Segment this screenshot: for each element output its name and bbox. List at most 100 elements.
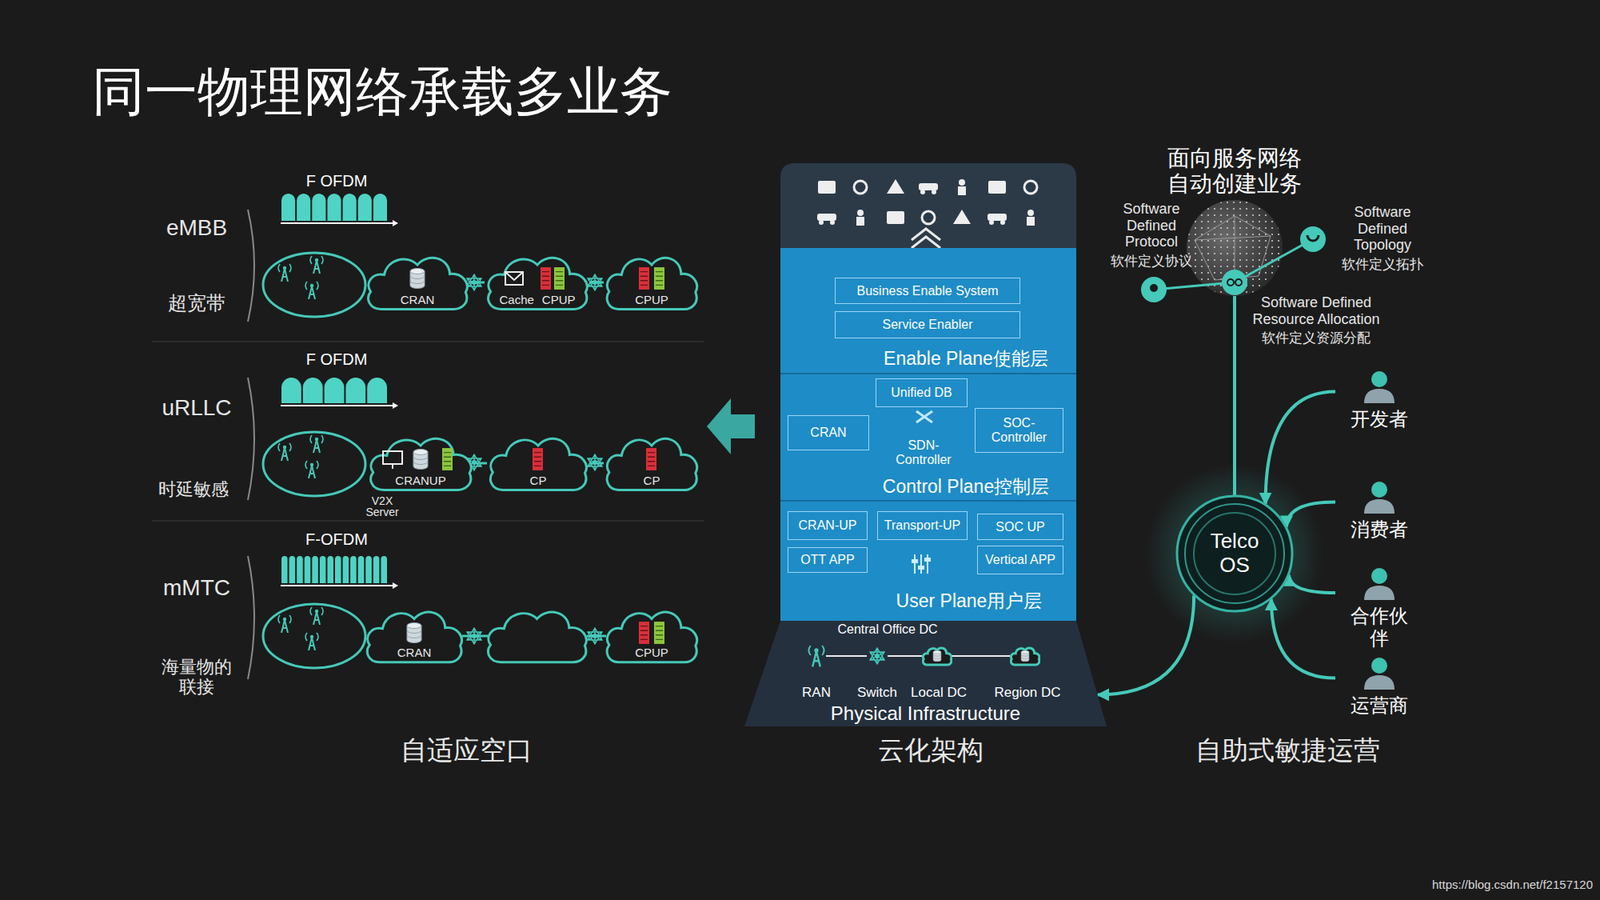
drawn-line: [926, 554, 929, 574]
cloud-node: CPUP: [603, 602, 700, 670]
drawn-use: [933, 650, 942, 662]
drawn-circle: [1371, 567, 1388, 584]
text-label: 软件定义资源分配: [1261, 330, 1371, 347]
drawn-use: [808, 645, 824, 667]
ran-ellipses: [263, 252, 366, 668]
left-arrow: [706, 398, 755, 455]
drawn-path: [392, 219, 399, 227]
node-shape: [363, 602, 465, 670]
drawn-circle: [1024, 180, 1038, 194]
node-shape: [1335, 655, 1424, 730]
function-box: SOC UP: [977, 513, 1064, 540]
drawn-path: [1364, 585, 1395, 600]
drawn-circle: [1221, 269, 1248, 296]
drawn-path: [281, 377, 388, 403]
function-box: Unified DB: [875, 378, 968, 407]
drawn-use: [278, 442, 292, 461]
infrastructure-label: Physical Infrastructure: [830, 702, 1021, 725]
text-label: eMBB: [166, 215, 228, 241]
drawn-circle: [1193, 512, 1276, 595]
drawn-use: [488, 257, 588, 309]
drawn-use: [606, 438, 697, 490]
drawn-circle: [829, 219, 835, 225]
drawn-ellipse: [263, 431, 366, 496]
drawn-circle: [920, 189, 926, 195]
function-box: SOC-Controller: [974, 407, 1064, 453]
connector: [1271, 598, 1336, 679]
cloud-label: CP: [643, 473, 661, 487]
box-label: SOC-Controller: [978, 415, 1060, 444]
drawn-use: [310, 255, 324, 274]
drawn-circle: [857, 209, 864, 216]
drawn-line: [280, 404, 393, 407]
role-node: 开发者: [1335, 369, 1424, 443]
role-label: 合作伙伴: [1347, 604, 1412, 649]
drawn-path: [281, 193, 388, 221]
drawn-polygon: [744, 620, 1107, 727]
drawn-g: [825, 654, 1010, 657]
text-label: Software Defined Protocol: [1115, 200, 1188, 251]
connector: [474, 462, 487, 465]
function-box: Vertical APP: [977, 545, 1064, 575]
node-shape: [603, 602, 700, 670]
drawn-circle: [921, 211, 935, 224]
text-label: Software Defined Topology: [1344, 203, 1421, 254]
drawn-use: [413, 449, 428, 470]
drawn-circle: [931, 189, 937, 195]
drawn-rect: [886, 211, 905, 224]
drawn-path: [1364, 674, 1395, 690]
section-caption: 自助式敏捷运营: [1195, 734, 1381, 766]
section-caption: 云化架构: [877, 734, 984, 766]
function-box: CRAN: [787, 414, 870, 451]
connector: [470, 281, 485, 284]
drawn-circle: [1300, 226, 1326, 252]
drawn-path: [886, 179, 905, 194]
drawn-use: [869, 647, 885, 664]
text-label: Local DC: [910, 684, 967, 701]
telco-label: Telco OS: [1202, 529, 1267, 578]
drawn-use: [922, 647, 952, 665]
drawn-use: [371, 438, 472, 490]
drawn-path: [392, 402, 399, 409]
plane-band: Enable Plane使能层Business Enable SystemSer…: [780, 247, 1077, 373]
node-shape: [603, 247, 700, 317]
drawn-path: [505, 271, 523, 280]
plane-label: Enable Plane使能层: [883, 346, 1049, 372]
node-shape: [367, 428, 475, 498]
text-label: Region DC: [993, 684, 1061, 701]
drawn-rect: [1026, 216, 1035, 226]
text-label: F OFDM: [306, 350, 368, 369]
empty-cloud: [488, 611, 587, 663]
function-box: Transport-UP: [877, 510, 968, 540]
drawn-path: [916, 410, 933, 423]
text-label: SDN-Controller: [885, 438, 962, 468]
cloud-node: CacheCPUP: [484, 247, 591, 317]
cloud-node: CRANUPV2X Server: [367, 428, 475, 498]
drawn-use: [278, 614, 292, 633]
drawn-line: [825, 654, 867, 657]
drawn-line: [920, 554, 922, 574]
box-label: CRAN: [809, 425, 846, 440]
cloud-label: CPUP: [634, 292, 669, 307]
drawn-path: [1307, 235, 1319, 241]
drawn-rect: [957, 186, 966, 196]
brackets: [247, 209, 255, 679]
text-label: 软件定义拓扑: [1341, 256, 1424, 273]
drawn-path: [281, 555, 388, 583]
cloud-text-row: CP: [486, 473, 590, 487]
box-label: SOC UP: [995, 519, 1045, 535]
drawn-line: [280, 584, 393, 587]
drawn-use: [1021, 650, 1030, 662]
plane-band: Control Plane控制层Unified DBCRANSOC-Contro…: [780, 372, 1077, 500]
node-shape: [486, 428, 590, 498]
drawn-g: [914, 554, 928, 574]
drawn-ellipse: [263, 603, 366, 668]
drawn-line: [887, 654, 922, 657]
drawn-use: [554, 267, 565, 290]
text-label: F-OFDM: [305, 530, 368, 549]
node-shape: [1335, 479, 1424, 554]
drawn-path: [392, 582, 399, 589]
globe-heading: 面向服务网络 自动创建业务: [1154, 145, 1315, 197]
drawn-use: [606, 611, 697, 663]
drawn-line: [913, 554, 916, 574]
